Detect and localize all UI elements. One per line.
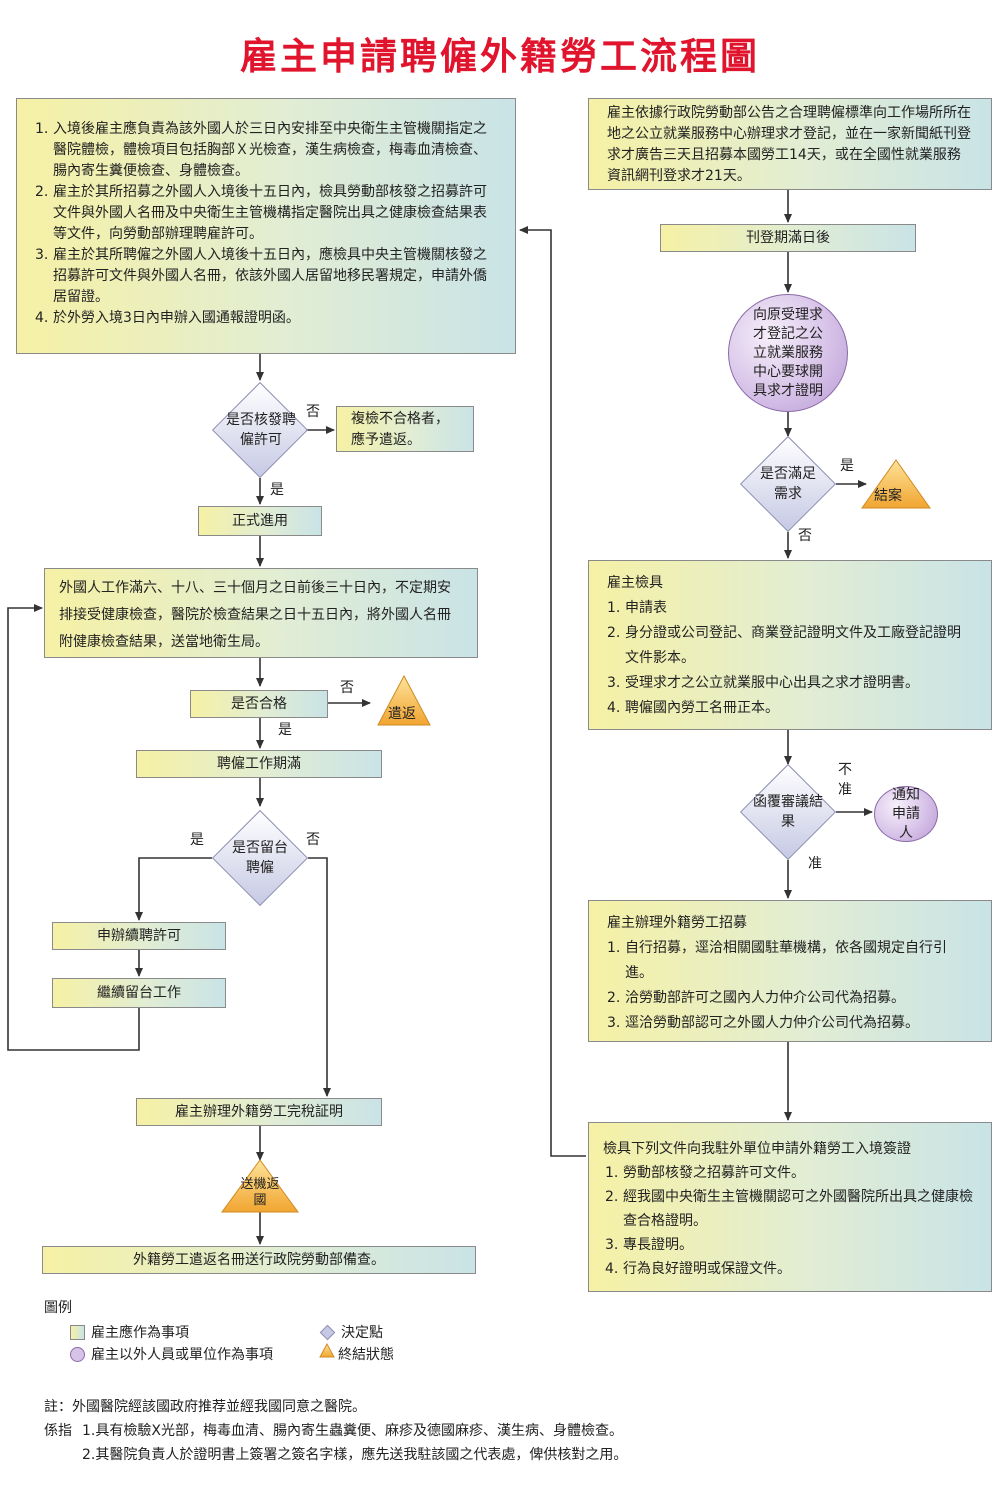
decision-permit-label: 是否核發聘僱許可 [226, 412, 296, 448]
list-item: 2.洽勞動部許可之國內人力仲介公司代為招募。 [607, 990, 905, 1006]
list-item: 1.勞動部核發之招募許可文件。 [605, 1165, 805, 1181]
box-heading: 雇主檢具 [607, 575, 663, 591]
end-state-return-home: 送機返國 [240, 1177, 280, 1208]
renew-permit-box: 申辦續聘許可 [52, 922, 226, 950]
yes-label: 是 [270, 482, 284, 498]
end-state-repatriate: 遣返 [388, 706, 416, 722]
list-item: 3.專長證明。 [605, 1237, 693, 1253]
reject-label: 不准 [838, 762, 852, 798]
list-item: 2.經我國中央衛生主管機關認可之外國醫院所出具之健康檢查合格證明。 [605, 1189, 973, 1229]
legend-item-employer: 雇主應作為事項 [70, 1322, 189, 1342]
formal-hire-box: 正式進用 [198, 506, 322, 536]
yes-label: 是 [840, 458, 854, 474]
legend-item-other: 雇主以外人員或單位作為事項 [70, 1344, 273, 1364]
documents-list: 1.申請表 2.身分證或公司登記、商業登記證明文件及工廠登記證明文件影本。 3.… [607, 596, 973, 721]
decision-demand-label: 是否滿足需求 [760, 466, 816, 502]
legend-item-end: 終結狀態 [338, 1347, 394, 1363]
list-item: 4.於外勞入境3日內申辦入國通報證明函。 [35, 310, 300, 326]
page-title: 雇主申請聘僱外籍勞工流程圖 [240, 35, 760, 78]
box-heading: 檢具下列文件向我駐外單位申請外籍勞工入境簽證 [603, 1141, 911, 1157]
approve-label: 准 [808, 856, 822, 872]
note-line-1: 註：外國醫院經該國政府推荐並經我國同意之醫院。 [44, 1399, 366, 1415]
decision-stay-label: 是否留台聘僱 [232, 840, 288, 876]
list-item: 2.雇主於其所招募之外國人入境後十五日內，檢具勞動部核發之招募許可文件與外國人名… [35, 184, 487, 242]
list-item: 1.申請表 [607, 600, 667, 616]
no-label: 否 [340, 680, 354, 696]
continue-work-box: 繼續留台工作 [52, 978, 226, 1008]
entry-procedures-list: 1.入境後雇主應負責為該外國人於三日內安排至中央衛生主管機關指定之醫院體檢，體檢… [33, 119, 499, 329]
no-label: 否 [798, 528, 812, 544]
yes-label: 是 [278, 722, 292, 738]
health-check-box: 外國人工作滿六、十八、三十個月之日前後三十日內，不定期安排接受健康檢查，醫院於檢… [44, 568, 478, 658]
apply-certificate-circle: 向原受理求才登記之公立就業服務中心要球開具求才證明 [728, 294, 848, 412]
no-label: 否 [306, 404, 320, 420]
yes-label: 是 [190, 832, 204, 848]
note-prefix: 係指 [44, 1423, 72, 1439]
recruitment-box: 雇主辦理外籍勞工招募 1.自行招募，逕洽相關國駐華機構，依各國規定自行引進。 2… [588, 900, 992, 1042]
list-item: 1.入境後雇主應負責為該外國人於三日內安排至中央衛生主管機關指定之醫院體檢，體檢… [35, 121, 487, 179]
legend-box-icon [70, 1324, 85, 1340]
list-item: 1.自行招募，逕洽相關國駐華機構，依各國規定自行引進。 [607, 940, 947, 981]
legend-title: 圖例 [44, 1300, 72, 1316]
box-heading: 雇主辦理外籍勞工招募 [607, 915, 747, 931]
job-posting-box: 雇主依據行政院勞動部公告之合理聘僱標準向工作場所所在地之公立就業服務中心辦理求才… [588, 98, 992, 190]
visa-documents-list: 1.勞動部核發之招募許可文件。 2.經我國中央衛生主管機關認可之外國醫院所出具之… [603, 1161, 977, 1281]
list-item: 3.逕洽勞動部認可之外國人力仲介公司代為招募。 [607, 1015, 919, 1031]
entry-procedures-box: 1.入境後雇主應負責為該外國人於三日內安排至中央衛生主管機關指定之醫院體檢，體檢… [16, 98, 516, 354]
list-item: 4.行為良好證明或保證文件。 [605, 1261, 791, 1277]
term-expired-box: 聘僱工作期滿 [136, 750, 382, 778]
no-label: 否 [306, 832, 320, 848]
final-report-box: 外籍勞工遣返名冊送行政院勞動部備查。 [42, 1246, 476, 1274]
list-item: 2.身分證或公司登記、商業登記證明文件及工廠登記證明文件影本。 [607, 625, 961, 666]
visa-application-box: 檢具下列文件向我駐外單位申請外籍勞工入境簽證 1.勞動部核發之招募許可文件。 2… [588, 1122, 992, 1292]
legend-item-decision: 決定點 [319, 1322, 383, 1342]
list-item: 4.聘僱國內勞工名冊正本。 [607, 700, 779, 716]
end-state-close-case: 結案 [874, 488, 902, 504]
list-item: 3.受理求才之公立就業服中心出具之求才證明書。 [607, 675, 919, 691]
list-item: 3.雇主於其所聘僱之外國人入境後十五日內，應檢具中央主管機關核發之招募許可文件與… [35, 247, 487, 305]
legend-circle-icon [70, 1346, 85, 1362]
qualified-box: 是否合格 [190, 690, 328, 718]
employer-documents-box: 雇主檢具 1.申請表 2.身分證或公司登記、商業登記證明文件及工廠登記證明文件影… [588, 560, 992, 730]
tax-certificate-box: 雇主辦理外籍勞工完稅証明 [136, 1098, 382, 1126]
note-item-1: 1.具有檢驗X光部，梅毒血清、腸內寄生蟲糞便、麻疹及德國麻疹、漢生病、身體檢查。 [82, 1423, 623, 1439]
reject-box: 複檢不合格者，應予遣返。 [336, 406, 474, 452]
notify-applicant-circle: 通知申請人 [874, 786, 938, 842]
posting-done-box: 刊登期滿日後 [660, 224, 916, 252]
recruitment-list: 1.自行招募，逕洽相關國駐華機構，依各國規定自行引進。 2.洽勞動部許可之國內人… [607, 936, 973, 1036]
note-item-2: 2.其醫院負責人於證明書上簽署之簽名字樣，應先送我駐該國之代表處，俾供核對之用。 [82, 1447, 628, 1463]
legend-diamond-icon [319, 1324, 336, 1340]
decision-review-label: 函覆審議結果 [753, 794, 823, 830]
